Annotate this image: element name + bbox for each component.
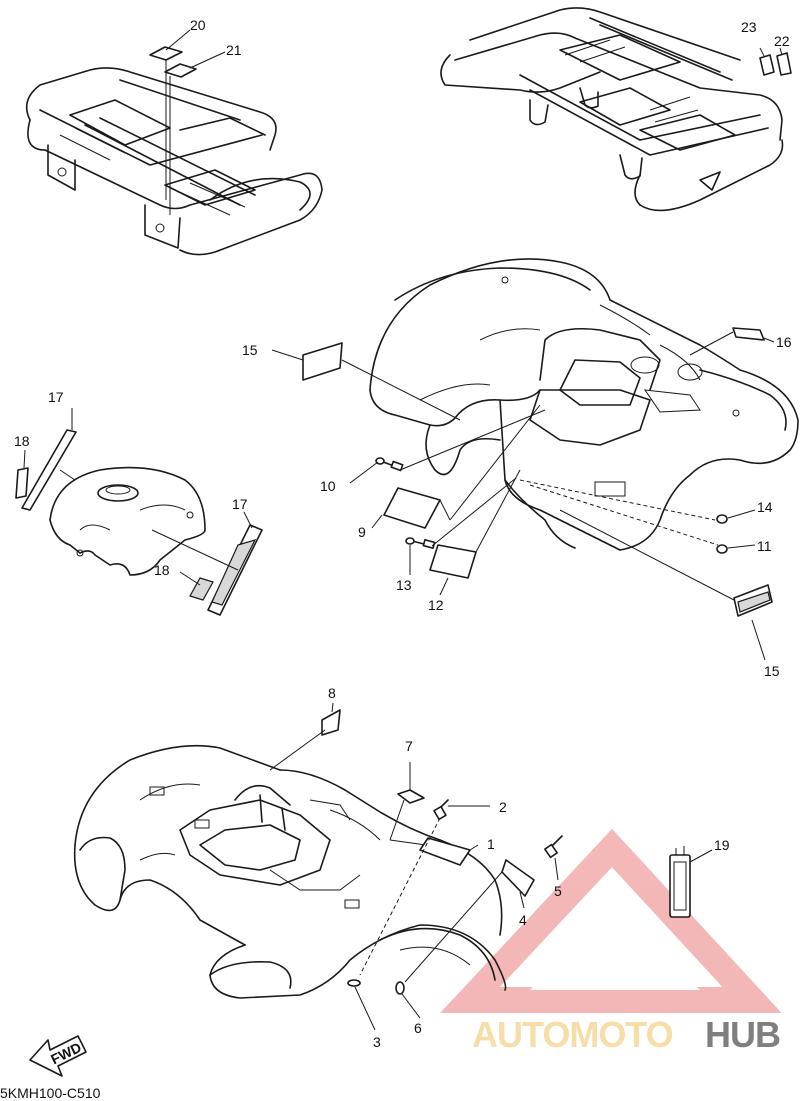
callout-17-left: 17 <box>48 389 64 405</box>
diagram-code: 5KMH100-C510 <box>0 1085 101 1101</box>
callout-labels: 20 21 23 22 15 16 17 18 10 9 13 12 14 11… <box>14 17 792 1050</box>
rivet-13 <box>405 537 436 549</box>
callout-15-lower: 15 <box>764 663 780 679</box>
front-carrier-rack <box>440 7 784 212</box>
logo-text-secondary: HUB <box>705 1014 780 1055</box>
callout-23: 23 <box>741 19 757 35</box>
fuel-tank-cover <box>49 466 206 576</box>
callout-16: 16 <box>776 334 792 350</box>
callout-19: 19 <box>714 837 730 853</box>
callout-3: 3 <box>373 1034 381 1050</box>
callout-4: 4 <box>519 912 527 928</box>
callout-22: 22 <box>774 33 790 49</box>
label-decal-17-18-right <box>151 511 263 616</box>
callout-12: 12 <box>428 597 444 613</box>
callout-18-right: 18 <box>154 562 170 578</box>
label-decal-22-23 <box>759 47 792 76</box>
callout-5: 5 <box>554 883 562 899</box>
automotohub-logo: AUTOMOTO HUB <box>440 828 782 1055</box>
fwd-arrow-icon: FWD <box>29 1035 87 1077</box>
callout-6: 6 <box>414 1020 422 1036</box>
callout-17-right: 17 <box>232 496 248 512</box>
front-fender-parts-1-8 <box>269 702 563 1031</box>
callout-10: 10 <box>320 478 336 494</box>
callout-20: 20 <box>190 17 206 33</box>
callout-18-left: 18 <box>14 433 30 449</box>
callout-8: 8 <box>328 685 336 701</box>
callout-14: 14 <box>757 499 773 515</box>
callout-15-upper: 15 <box>242 342 258 358</box>
label-decal-17-18-left <box>15 408 77 511</box>
front-fender <box>73 744 507 999</box>
callout-9: 9 <box>358 524 366 540</box>
rear-carrier-rack <box>25 67 323 256</box>
fwd-label: FWD <box>48 1039 84 1067</box>
label-decal-15-16 <box>271 327 775 421</box>
callout-21: 21 <box>226 42 242 58</box>
warning-label-19 <box>669 846 713 918</box>
logo-text-primary: AUTOMOTO <box>472 1014 673 1055</box>
label-decal-15-lower <box>559 509 773 661</box>
callout-1: 1 <box>487 836 495 852</box>
hardware-9-14 <box>349 404 756 596</box>
callout-2: 2 <box>499 799 507 815</box>
callout-7: 7 <box>405 738 413 754</box>
callout-11: 11 <box>757 538 772 554</box>
callout-13: 13 <box>396 577 412 593</box>
rivet-10 <box>375 457 404 472</box>
label-decal-20-21 <box>149 29 226 215</box>
